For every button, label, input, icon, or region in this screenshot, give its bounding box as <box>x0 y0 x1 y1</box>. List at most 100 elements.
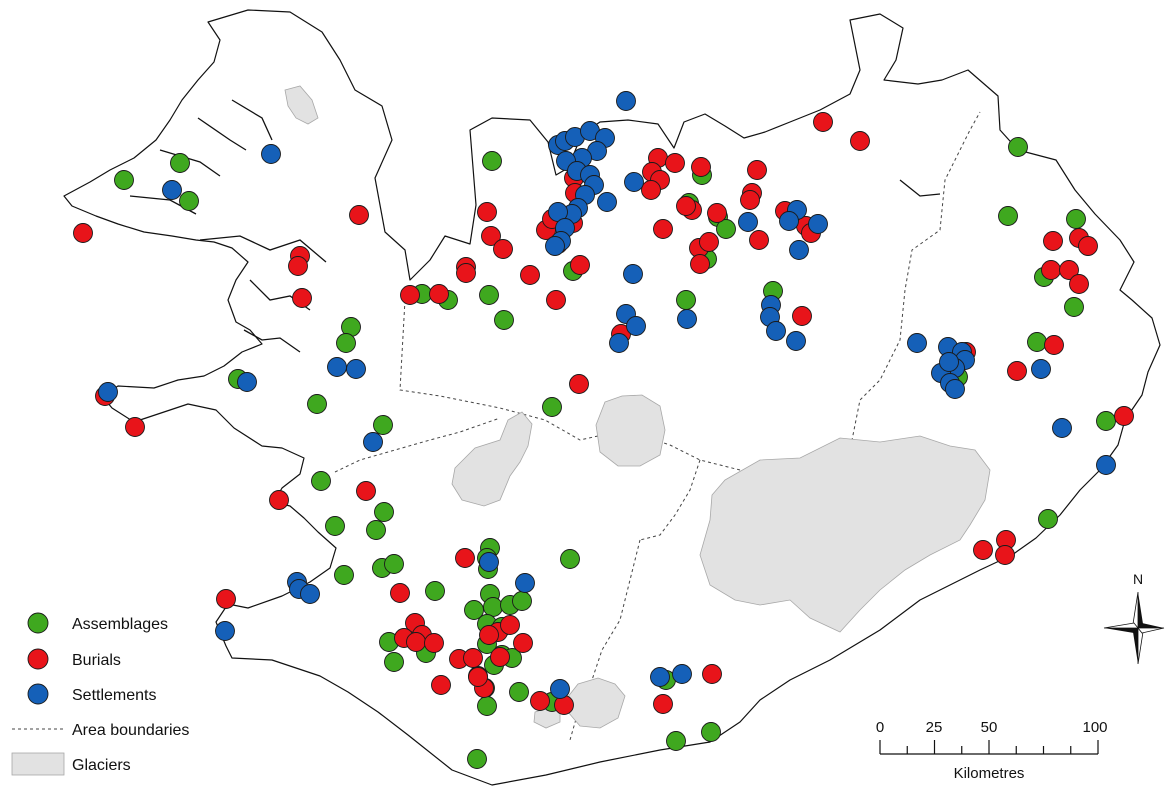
assemblage-site-marker <box>384 554 404 574</box>
settlement-site-marker <box>624 172 644 192</box>
burial-site-marker <box>349 205 369 225</box>
burial-site-marker <box>1078 236 1098 256</box>
burial-site-marker <box>481 226 501 246</box>
assemblage-site-marker <box>170 153 190 173</box>
settlement-site-marker <box>945 379 965 399</box>
burial-site-marker <box>792 306 812 326</box>
burial-site-marker <box>73 223 93 243</box>
burial-site-marker <box>749 230 769 250</box>
glacier-myrdalsjokull <box>566 677 626 729</box>
burial-site-marker <box>463 648 483 668</box>
scale-label-50: 50 <box>981 719 998 736</box>
burial-site-marker <box>995 545 1015 565</box>
glaciers <box>284 85 991 729</box>
settlement-site-marker <box>327 357 347 377</box>
burial-site-marker <box>500 615 520 635</box>
assemblage-site-marker <box>509 682 529 702</box>
assemblage-site-marker <box>114 170 134 190</box>
burial-site-marker <box>292 288 312 308</box>
settlement-site-marker <box>1052 418 1072 438</box>
scale-unit-label: Kilometres <box>954 765 1025 782</box>
settlement-site-marker <box>650 667 670 687</box>
assemblage-site-marker <box>542 397 562 417</box>
assemblage-site-marker <box>311 471 331 491</box>
area-boundaries <box>334 111 981 741</box>
scale-bar: 0 25 50 100 Kilometres <box>876 719 1108 782</box>
settlement-site-marker <box>766 321 786 341</box>
assemblage-site-marker <box>477 696 497 716</box>
settlement-site-marker <box>616 91 636 111</box>
burial-site-marker <box>699 232 719 252</box>
burial-site-marker <box>406 632 426 652</box>
settlement-site-marker <box>550 679 570 699</box>
burial-site-marker <box>1044 335 1064 355</box>
assemblage-site-marker <box>1064 297 1084 317</box>
legend: Assemblages Burials Settlements Area bou… <box>11 612 189 776</box>
settlement-site-marker <box>597 192 617 212</box>
assemblage-site-marker <box>676 290 696 310</box>
assemblage-site-marker <box>464 600 484 620</box>
burial-site-marker <box>429 284 449 304</box>
assemblage-site-marker <box>373 415 393 435</box>
settlement-site-marker <box>779 211 799 231</box>
settlement-site-marker <box>479 552 499 572</box>
glacier-hofsjokull <box>595 394 666 467</box>
burial-site-marker <box>513 633 533 653</box>
burial-site-marker <box>740 190 760 210</box>
settlement-site-marker <box>738 212 758 232</box>
scale-label-100: 100 <box>1082 719 1107 736</box>
burial-site-marker <box>400 285 420 305</box>
burial-site-marker <box>455 548 475 568</box>
assemblage-site-marker <box>494 310 514 330</box>
legend-label-glacier: Glaciers <box>72 757 131 774</box>
burial-site-marker <box>569 374 589 394</box>
legend-label-settlements: Settlements <box>72 687 156 704</box>
site-markers <box>73 91 1134 769</box>
iceland-landmass <box>63 9 1161 786</box>
burial-site-marker <box>690 254 710 274</box>
settlement-site-marker <box>626 316 646 336</box>
settlement-site-marker <box>363 432 383 452</box>
burial-site-marker <box>707 203 727 223</box>
settlement-site-marker <box>237 372 257 392</box>
burial-site-marker <box>431 675 451 695</box>
burial-site-marker <box>1069 274 1089 294</box>
assemblage-site-marker <box>483 597 503 617</box>
assemblage-site-marker <box>666 731 686 751</box>
settlement-site-marker <box>786 331 806 351</box>
burial-site-marker <box>973 540 993 560</box>
burial-site-marker <box>1007 361 1027 381</box>
legend-swatch-assemblages <box>27 612 49 634</box>
burial-site-marker <box>813 112 833 132</box>
assemblage-site-marker <box>336 333 356 353</box>
legend-swatch-settlements <box>27 683 49 705</box>
legend-swatch-glacier <box>11 752 65 776</box>
burial-site-marker <box>546 290 566 310</box>
assemblage-site-marker <box>1096 411 1116 431</box>
assemblage-site-marker <box>716 219 736 239</box>
settlement-site-marker <box>672 664 692 684</box>
assemblage-site-marker <box>512 591 532 611</box>
burial-site-marker <box>490 647 510 667</box>
burial-site-marker <box>1043 231 1063 251</box>
burial-site-marker <box>691 157 711 177</box>
burial-site-marker <box>216 589 236 609</box>
scale-label-25: 25 <box>926 719 943 736</box>
settlement-site-marker <box>907 333 927 353</box>
settlement-site-marker <box>261 144 281 164</box>
settlement-site-marker <box>346 359 366 379</box>
glacier-vatnajokull <box>699 435 991 633</box>
burial-site-marker <box>493 239 513 259</box>
burial-site-marker <box>850 131 870 151</box>
settlement-site-marker <box>677 309 697 329</box>
assemblage-site-marker <box>467 749 487 769</box>
settlement-site-marker <box>623 264 643 284</box>
assemblage-site-marker <box>701 722 721 742</box>
settlement-site-marker <box>98 382 118 402</box>
settlement-site-marker <box>515 573 535 593</box>
burial-site-marker <box>702 664 722 684</box>
north-arrow-icon: N <box>1103 571 1165 665</box>
settlement-site-marker <box>939 352 959 372</box>
